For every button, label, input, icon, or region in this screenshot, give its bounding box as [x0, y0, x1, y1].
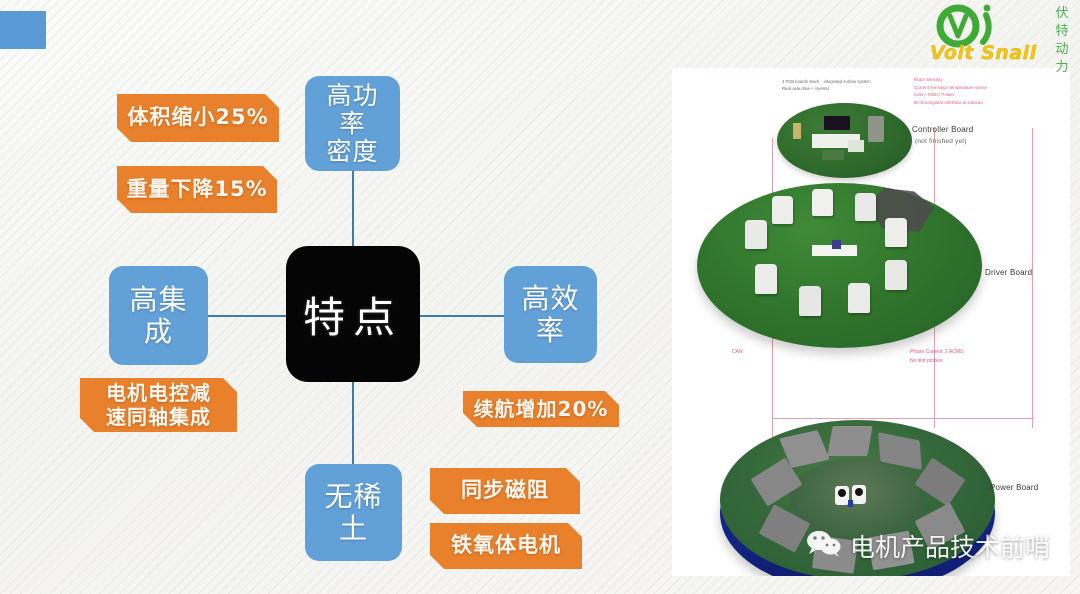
controller-board-chip — [824, 116, 850, 130]
label-phase-current: Phase Current: 2 ACMS No slot probes — [910, 349, 964, 364]
label-controller-board: Controller Board — [912, 125, 974, 134]
controller-board-part-c — [822, 150, 844, 160]
banner-ferrite-motor-label: 铁氧体电机 — [451, 533, 561, 558]
driver-capacitor — [855, 193, 876, 221]
node-high-integration[interactable]: 高集 成 — [109, 266, 208, 365]
driver-capacitor — [885, 218, 907, 247]
leadline-right — [1032, 128, 1033, 428]
driver-capacitor — [885, 260, 907, 290]
banner-synchronous-reluctance-label: 同步磁阻 — [461, 478, 549, 503]
driver-board-center-pad — [812, 245, 857, 256]
node-power-density-label: 高功率 密度 — [305, 80, 400, 166]
logo-cn-char: 力 — [1055, 59, 1069, 75]
banner-range-increase-label: 续航增加20% — [473, 397, 609, 421]
node-power-density[interactable]: 高功率 密度 — [305, 76, 400, 171]
node-no-rare-earth-label: 无稀 土 — [312, 481, 394, 544]
controller-board-part-b — [868, 116, 884, 142]
banner-coaxial-line2: 速同轴集成 — [106, 405, 211, 429]
controller-board-pad2 — [848, 140, 864, 152]
connector-left — [208, 315, 286, 317]
center-node-features[interactable]: 特点 — [286, 246, 420, 382]
banner-weight-reduction-label: 重量下降15% — [126, 176, 268, 201]
logo-cn-char: 伏 — [1055, 6, 1069, 21]
pcb-header-note: 3 PCB boards stack integrated e-drive sy… — [782, 79, 871, 92]
leadline-bottom — [772, 418, 1034, 419]
banner-volume-reduction[interactable]: 体积缩小25% — [117, 94, 279, 142]
node-high-efficiency-line1: 高效 — [521, 282, 580, 316]
power-board-sensor-eye — [838, 489, 846, 497]
node-no-rare-earth-line1: 无稀 — [324, 480, 383, 514]
node-high-efficiency[interactable]: 高效 率 — [504, 266, 597, 363]
logo-wordmark: Volt Snail — [930, 42, 1037, 64]
node-power-density-line1: 高功率 — [326, 80, 379, 138]
banner-synchronous-reluctance[interactable]: 同步磁阻 — [430, 468, 580, 514]
pcb-stack-illustration: 3 PCB boards stack integrated e-drive sy… — [672, 68, 1070, 576]
banner-ferrite-motor[interactable]: 铁氧体电机 — [430, 523, 582, 569]
volt-snail-mark-icon — [928, 4, 1012, 52]
node-high-integration-line2: 成 — [143, 314, 173, 348]
label-power-board: Power Board — [990, 483, 1039, 492]
driver-board — [697, 183, 982, 348]
banner-coaxial-integration-label: 电机电控减 速同轴集成 — [106, 381, 211, 429]
driver-capacitor — [812, 189, 833, 216]
node-high-efficiency-label: 高效 率 — [509, 283, 591, 346]
node-power-density-line2: 密度 — [326, 136, 379, 166]
label-driver-board: Driver Board — [985, 268, 1033, 277]
logo-cn-char: 特 — [1055, 23, 1069, 39]
connector-bottom — [352, 381, 354, 465]
banner-coaxial-integration[interactable]: 电机电控减 速同轴集成 — [80, 378, 237, 432]
wechat-account-name: 电机产品技术前哨 — [850, 533, 1051, 562]
node-no-rare-earth-line2: 土 — [338, 511, 368, 545]
node-high-integration-line1: 高集 — [129, 283, 188, 317]
banner-volume-reduction-label: 体积缩小25% — [127, 105, 269, 130]
logo-chinese-name: 伏 特 动 力 — [1054, 5, 1070, 77]
driver-capacitor — [848, 283, 870, 313]
center-node-label: 特点 — [302, 292, 403, 342]
node-no-rare-earth[interactable]: 无稀 土 — [305, 464, 402, 561]
banner-coaxial-line1: 电机电控减 — [106, 381, 211, 405]
controller-board-part-a — [793, 123, 801, 139]
connector-top — [352, 170, 354, 250]
node-high-integration-label: 高集 成 — [117, 284, 199, 347]
driver-capacitor — [755, 264, 777, 294]
banner-weight-reduction[interactable]: 重量下降15% — [117, 166, 277, 213]
logo-cn-char: 动 — [1055, 41, 1069, 57]
corner-accent-tab — [0, 11, 46, 49]
connector-right — [420, 315, 504, 317]
brand-logo: Volt Snail 伏 特 动 力 — [922, 2, 1072, 77]
power-module — [827, 426, 873, 456]
banner-range-increase[interactable]: 续航增加20% — [463, 391, 619, 427]
product-photo-panel: 3 PCB boards stack integrated e-drive sy… — [672, 68, 1070, 576]
pcb-red-note-top: Rotor sensing Current sensing / temperat… — [914, 77, 988, 105]
wechat-watermark: 电机产品技术前哨 — [805, 528, 1050, 564]
wechat-icon — [805, 529, 843, 563]
label-controller-board-note: (not finished yet) — [915, 138, 967, 145]
driver-capacitor — [772, 196, 793, 224]
driver-capacitor — [745, 220, 767, 249]
label-can: CAN — [732, 349, 743, 355]
driver-capacitor — [799, 286, 821, 316]
power-board-sensor-eye — [855, 488, 863, 496]
power-board-sensor-link — [848, 500, 853, 507]
driver-board-connector — [832, 240, 841, 249]
node-high-efficiency-line2: 率 — [535, 313, 565, 347]
